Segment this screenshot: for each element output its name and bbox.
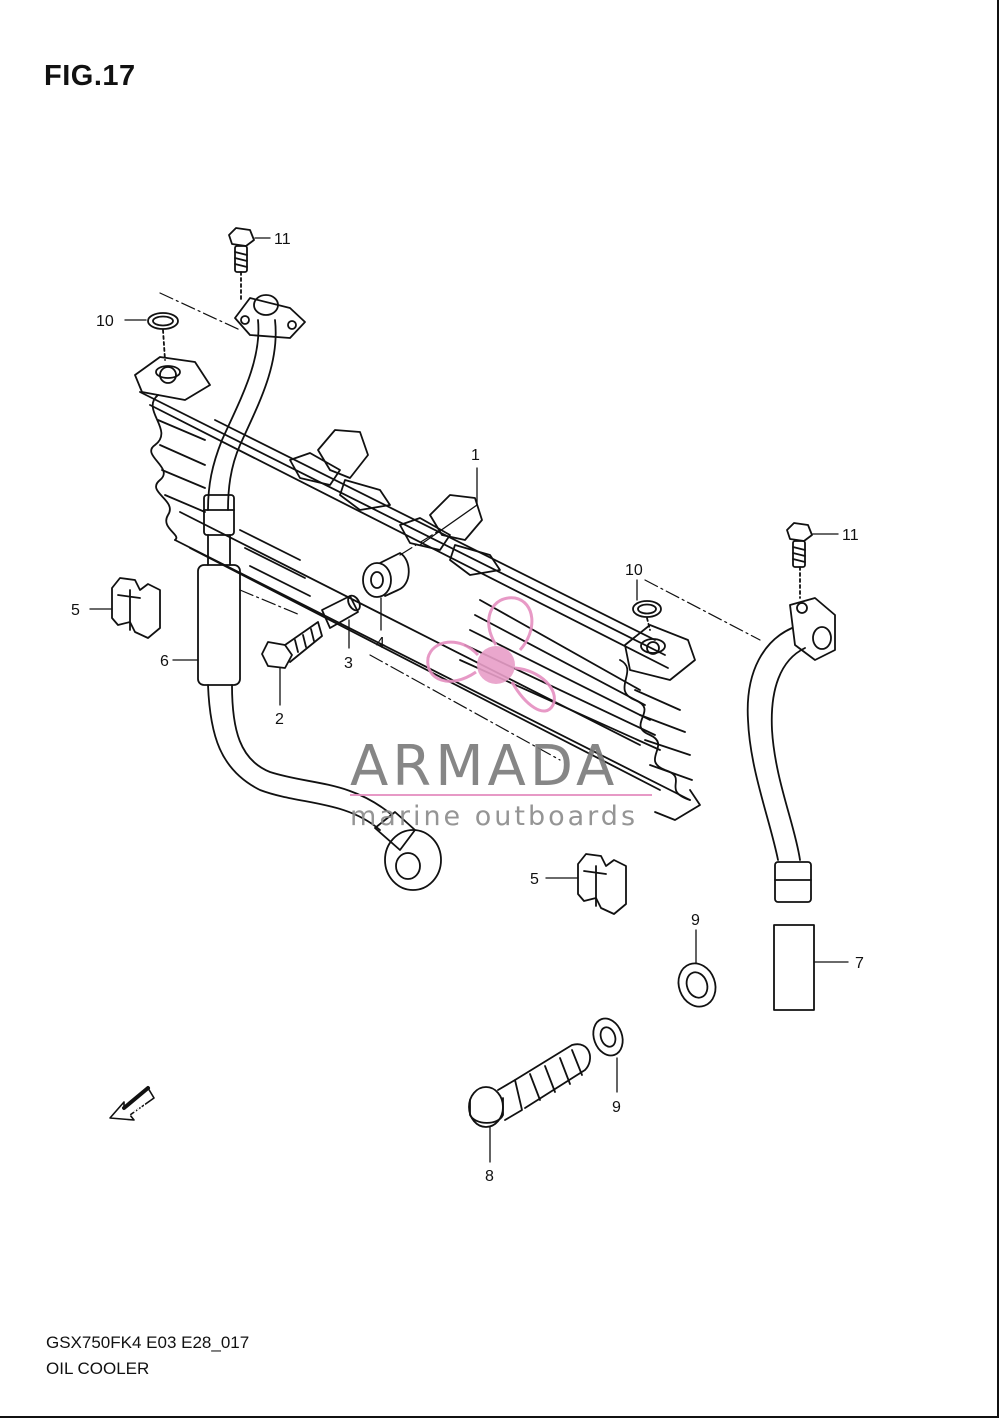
callout-1: 1 [471,447,480,464]
propeller-logo-icon [426,596,556,713]
o-ring-10-left [147,312,179,361]
callout-leaders [89,237,849,1163]
callout-11-right: 11 [842,527,859,544]
oil-hose-7 [746,597,836,1011]
clamp-5-left [111,577,161,639]
callout-10-right: 10 [625,562,643,579]
bolt-2 [261,621,323,669]
callout-8: 8 [485,1168,494,1185]
armada-watermark: ARMADA marine outboards [350,596,652,832]
callout-9-upper: 9 [691,912,700,929]
callout-3: 3 [344,655,353,672]
grommet-4 [362,552,410,598]
callout-6: 6 [160,653,169,670]
gasket-9-upper [677,962,717,1008]
bolt-11-right [786,522,813,599]
callout-2: 2 [275,711,284,728]
gasket-9-lower [592,1017,624,1057]
callout-9-lower: 9 [612,1099,621,1116]
o-ring-10-right [632,600,662,631]
callout-5-right: 5 [530,871,539,888]
oil-cooler-core [134,292,701,821]
section-name: OIL COOLER [46,1359,150,1378]
oil-hose-6 [197,294,442,891]
bolt-11-upper [228,227,255,301]
union-bolt-8 [468,1043,591,1128]
watermark-brand: ARMADA [350,734,618,799]
figure-title: FIG.17 [44,60,136,92]
callout-4: 4 [376,635,385,652]
callouts: 11 10 1 10 11 5 6 2 3 4 5 9 7 9 8 [71,231,864,1185]
callout-11-upper: 11 [274,231,291,248]
spacer-3 [321,594,361,629]
fwd-direction-arrow [109,1086,155,1121]
clamp-5-right [577,853,627,915]
callout-7: 7 [855,955,864,972]
callout-10-left: 10 [96,313,114,330]
model-code: GSX750FK4 E03 E28_017 [46,1333,250,1352]
watermark-tagline: marine outboards [350,801,638,832]
callout-5-left: 5 [71,602,80,619]
